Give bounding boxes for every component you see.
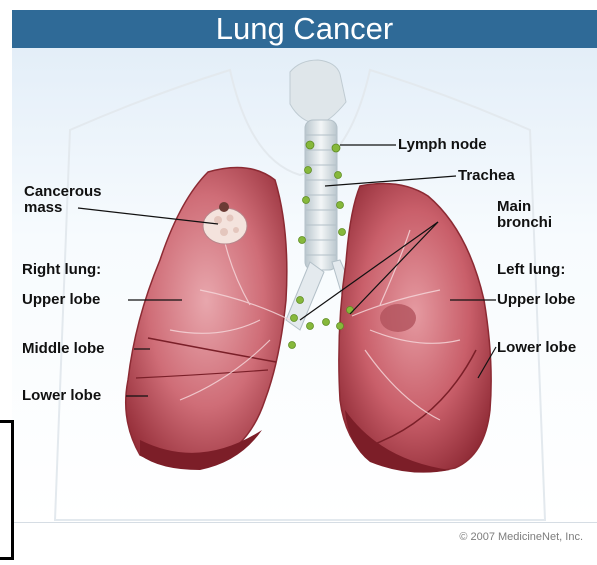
label-cancerous-mass-line2: mass xyxy=(24,200,102,216)
label-main-bronchi-line1: Main xyxy=(497,199,552,215)
label-main-bronchi: Main bronchi xyxy=(497,199,552,231)
label-trachea: Trachea xyxy=(458,168,515,184)
corner-bracket xyxy=(0,420,14,560)
label-left-lower-lobe: Lower lobe xyxy=(497,340,576,356)
label-cancerous-mass-line1: Cancerous xyxy=(24,184,102,200)
label-right-middle-lobe: Middle lobe xyxy=(22,341,105,357)
right-lung xyxy=(126,168,287,465)
left-lung-lesion xyxy=(380,304,416,332)
label-right-lower-lobe: Lower lobe xyxy=(22,388,101,404)
footer-divider xyxy=(12,522,597,523)
label-right-lung: Right lung: xyxy=(22,262,101,278)
copyright-text: © 2007 MedicineNet, Inc. xyxy=(459,531,583,543)
label-cancerous-mass: Cancerous mass xyxy=(24,184,102,216)
label-main-bronchi-line2: bronchi xyxy=(497,215,552,231)
label-left-lung: Left lung: xyxy=(497,262,565,278)
larynx xyxy=(290,60,346,124)
label-right-upper-lobe: Upper lobe xyxy=(22,292,100,308)
label-lymph-node: Lymph node xyxy=(398,137,487,153)
label-left-upper-lobe: Upper lobe xyxy=(497,292,575,308)
left-lung xyxy=(339,184,491,472)
